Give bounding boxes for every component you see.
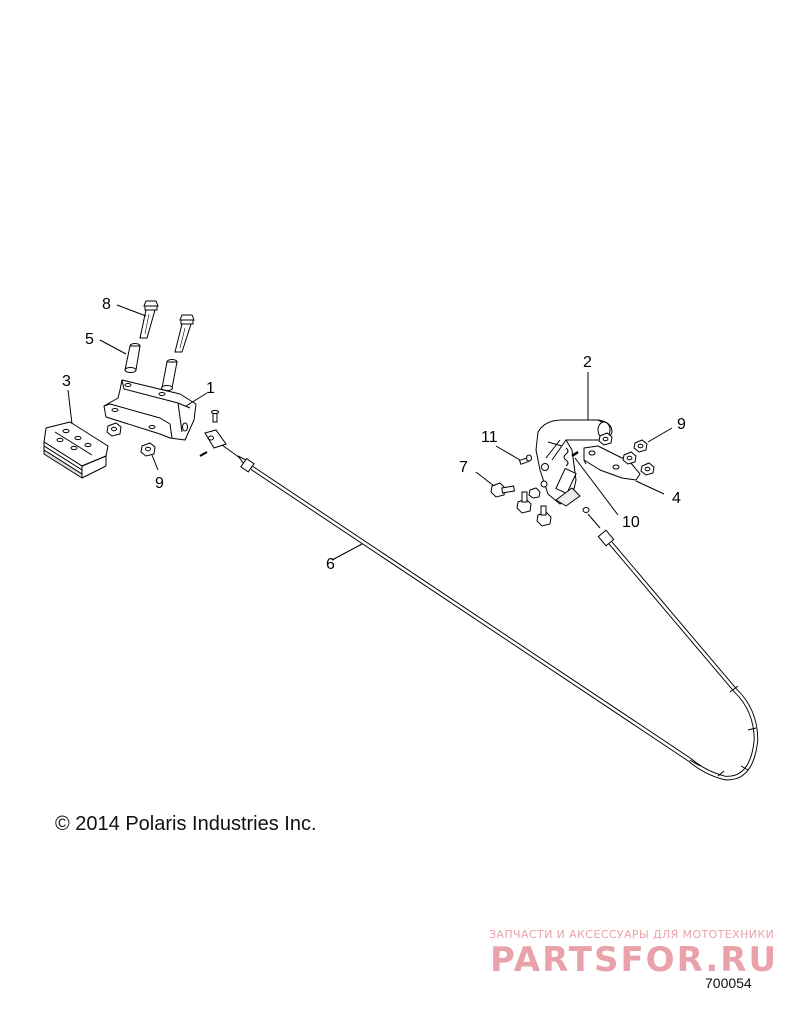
- nut-9-left-a: [106, 422, 122, 437]
- nut-9-right-d: [640, 462, 655, 476]
- nut-9-right-b: [633, 439, 648, 453]
- caliper-3: [43, 421, 109, 479]
- callout-8: 8: [102, 296, 111, 313]
- bolt-7-d: [528, 487, 541, 499]
- part-number: 700054: [705, 975, 752, 991]
- callout-10: 10: [622, 514, 640, 531]
- cable-clevis: [204, 429, 255, 473]
- bolt-7-a: [490, 482, 516, 498]
- clip-10: [571, 451, 579, 457]
- watermark-tagline: ЗАПЧАСТИ И АКСЕССУАРЫ ДЛЯ МОТОТЕХНИКИ: [489, 928, 775, 941]
- callout-11: 11: [481, 429, 498, 446]
- nut-9-right-a: [598, 432, 613, 446]
- bolt-8-right: [174, 314, 195, 353]
- cable-6: [250, 466, 759, 781]
- screw-11: [518, 454, 532, 465]
- plate-4: [583, 445, 641, 481]
- callout-3: 3: [62, 373, 71, 390]
- bracket-1: [103, 379, 197, 441]
- bolt-8-left: [139, 300, 159, 339]
- nut-9-left-b: [140, 442, 156, 457]
- lever-spring: [547, 441, 569, 467]
- callout-1: 1: [206, 380, 215, 397]
- copyright-notice: © 2014 Polaris Industries Inc.: [55, 813, 317, 835]
- callout-2: 2: [583, 354, 592, 371]
- spacer-5-left: [124, 343, 141, 373]
- nut-9-right-c: [622, 451, 637, 465]
- cable-end-right: [582, 507, 615, 547]
- pin-small: [211, 409, 219, 423]
- spacer-5-right: [161, 359, 178, 391]
- callout-4: 4: [672, 490, 681, 507]
- callout-7: 7: [459, 459, 468, 476]
- watermark-logo: PARTSFOR.RU: [490, 940, 779, 980]
- bolt-7-b: [516, 491, 532, 514]
- bolt-7-c: [536, 505, 552, 527]
- callout-6: 6: [326, 556, 335, 573]
- clip-small: [199, 451, 208, 457]
- leader-lines: [67, 304, 673, 561]
- callout-5: 5: [85, 331, 94, 348]
- callout-9-left: 9: [155, 475, 164, 492]
- callout-9-right: 9: [677, 416, 686, 433]
